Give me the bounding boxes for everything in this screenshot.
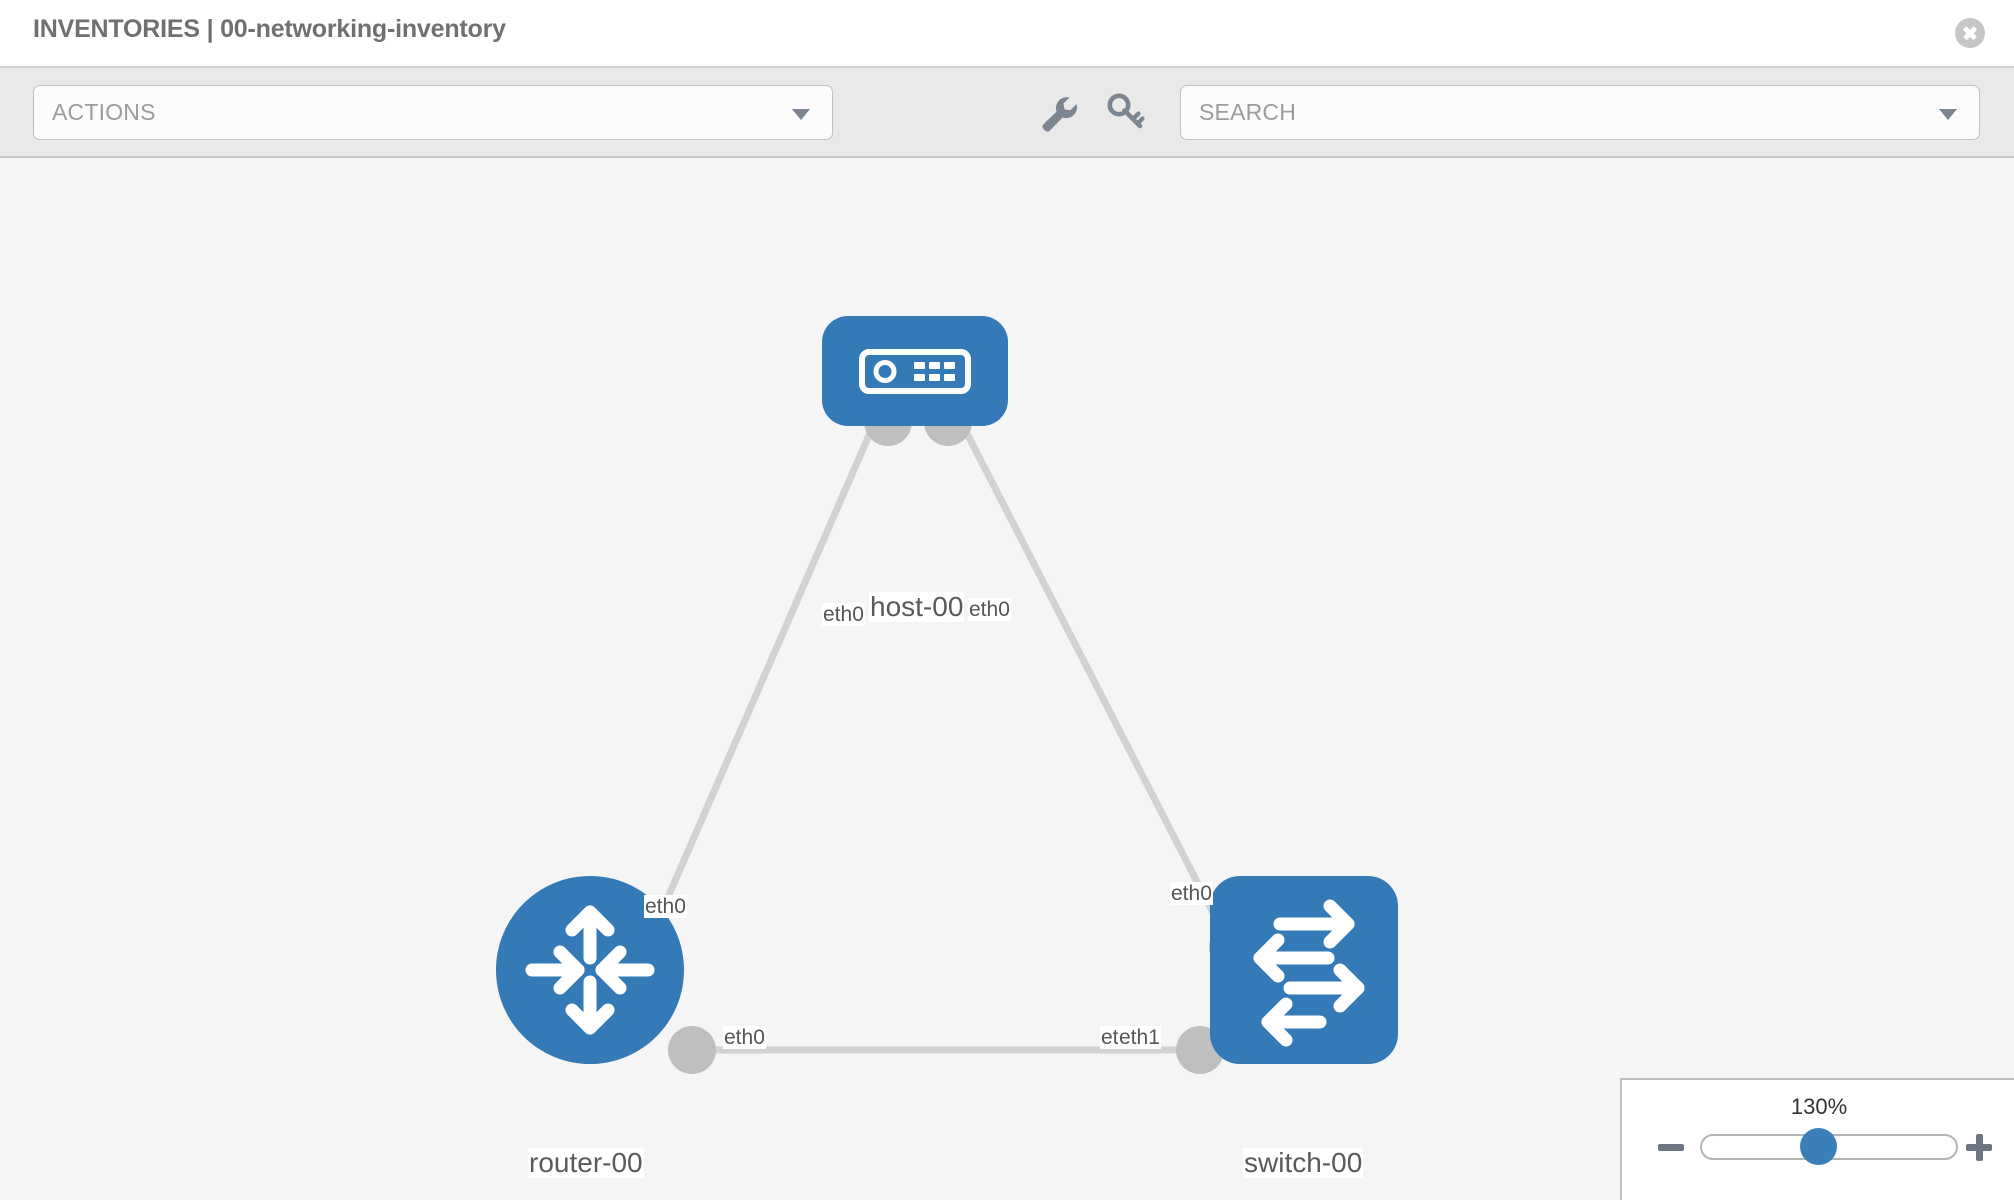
node-switch-00[interactable] [1210, 876, 1398, 1064]
port-circle [668, 1026, 716, 1074]
router-icon [525, 905, 655, 1035]
node-name-label: switch-00 [1243, 1147, 1364, 1179]
actions-dropdown[interactable]: ACTIONS [33, 85, 833, 140]
interface-label: eth0 [723, 1026, 766, 1050]
topology-canvas[interactable]: eth0 eth0 eth0 eth0 eth0 eth0 eth1 host-… [0, 160, 2014, 1200]
toolbar: ACTIONS SEARCH [0, 68, 2014, 158]
close-icon[interactable] [1955, 18, 1985, 48]
zoom-in-button[interactable] [1962, 1130, 1996, 1164]
interface-label: eth0 [968, 598, 1011, 622]
zoom-control-panel: 130% [1620, 1078, 2014, 1200]
interface-label: eth1 [1118, 1026, 1161, 1050]
zoom-out-button[interactable] [1654, 1130, 1688, 1164]
chevron-down-icon [792, 108, 810, 120]
interface-label: eth0 [1170, 882, 1213, 906]
zoom-slider-thumb[interactable] [1800, 1128, 1837, 1165]
node-name-label: host-00 [869, 591, 965, 623]
server-icon [859, 349, 971, 394]
chevron-down-icon [1939, 108, 1957, 120]
zoom-level-value: 130% [1790, 1094, 1848, 1119]
key-icon[interactable] [1104, 90, 1148, 134]
actions-dropdown-label: ACTIONS [52, 99, 156, 125]
link-host-router [641, 408, 884, 952]
node-name-label: router-00 [528, 1147, 644, 1179]
link-host-switch [951, 408, 1236, 952]
interface-label: eth0 [822, 603, 865, 627]
wrench-icon[interactable] [1036, 90, 1080, 134]
page-header: INVENTORIES | 00-networking-inventory [0, 0, 2014, 68]
switch-icon [1253, 899, 1365, 1047]
interface-label: eth0 [644, 895, 687, 919]
search-input[interactable]: SEARCH [1180, 85, 1980, 140]
search-placeholder: SEARCH [1199, 99, 1297, 125]
page-title: INVENTORIES | 00-networking-inventory [33, 15, 506, 43]
node-host-00[interactable] [822, 316, 1008, 426]
